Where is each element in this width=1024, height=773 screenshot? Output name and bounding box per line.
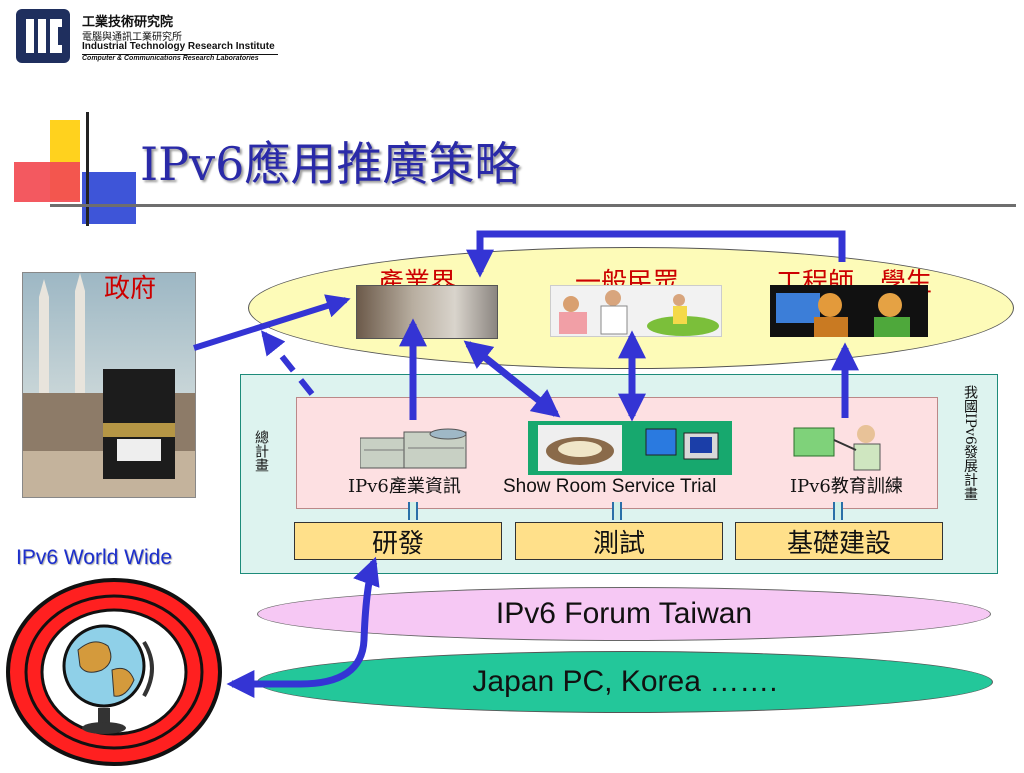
engineers-image	[770, 285, 928, 337]
server-equipment-image	[359, 428, 470, 472]
industry-info-label: IPv6產業資訊	[348, 476, 461, 497]
industry-office-image	[356, 285, 498, 339]
national-program-label: 我國IPv6發展計畫	[962, 385, 978, 501]
page-title: IPv6應用推廣策略	[140, 137, 521, 191]
infrastructure-box: 基礎建設	[735, 522, 943, 560]
rnd-box: 研發	[294, 522, 502, 560]
org-divider	[82, 54, 278, 55]
engineer-to-industry-loop-arrow	[466, 230, 846, 278]
showroom-label: Show Room Service Trial	[503, 476, 717, 497]
title-underline	[50, 204, 1016, 207]
world-wide-label: IPv6 World Wide	[16, 546, 172, 569]
training-presenter-image	[790, 420, 890, 472]
title-deco-blue	[82, 172, 136, 224]
training-label: IPv6教育訓練	[790, 476, 903, 497]
globe-icon	[4, 572, 226, 773]
org-name-en: Industrial Technology Research Institute	[82, 41, 275, 52]
org-division-en: Computer & Communications Research Labor…	[82, 55, 259, 62]
title-deco-red	[14, 162, 80, 202]
itri-logo	[16, 9, 70, 63]
government-building-image	[22, 272, 196, 498]
government-to-industry-arrow	[193, 294, 351, 351]
title-deco-vertical-line	[86, 112, 89, 226]
industry-showroom-double-arrow	[463, 340, 561, 418]
ipv6-forum-taiwan-label: IPv6 Forum Taiwan	[495, 597, 753, 630]
testing-box: 測試	[515, 522, 723, 560]
government-label: 政府	[104, 274, 157, 304]
org-division-zh: 電腦與通訊工業研究所	[82, 32, 182, 43]
org-name-zh: 工業技術研究院	[82, 15, 174, 30]
main-program-label: 總計畫	[253, 430, 269, 472]
partners-label: Japan PC, Korea …….	[472, 665, 778, 698]
world-rnd-double-arrow	[226, 556, 380, 698]
partners-ellipse: Japan PC, Korea …….	[257, 651, 993, 713]
showroom-image	[528, 421, 732, 475]
dashed-feedback-arrow	[261, 330, 315, 396]
